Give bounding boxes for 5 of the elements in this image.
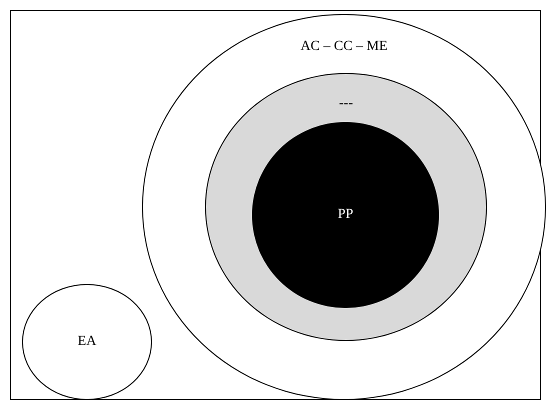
region-label: PP — [338, 207, 354, 223]
circle-region — [142, 14, 546, 400]
region-label: AC – CC – ME — [300, 39, 388, 55]
region-label: --- — [339, 96, 353, 112]
region-label: EA — [78, 334, 96, 350]
